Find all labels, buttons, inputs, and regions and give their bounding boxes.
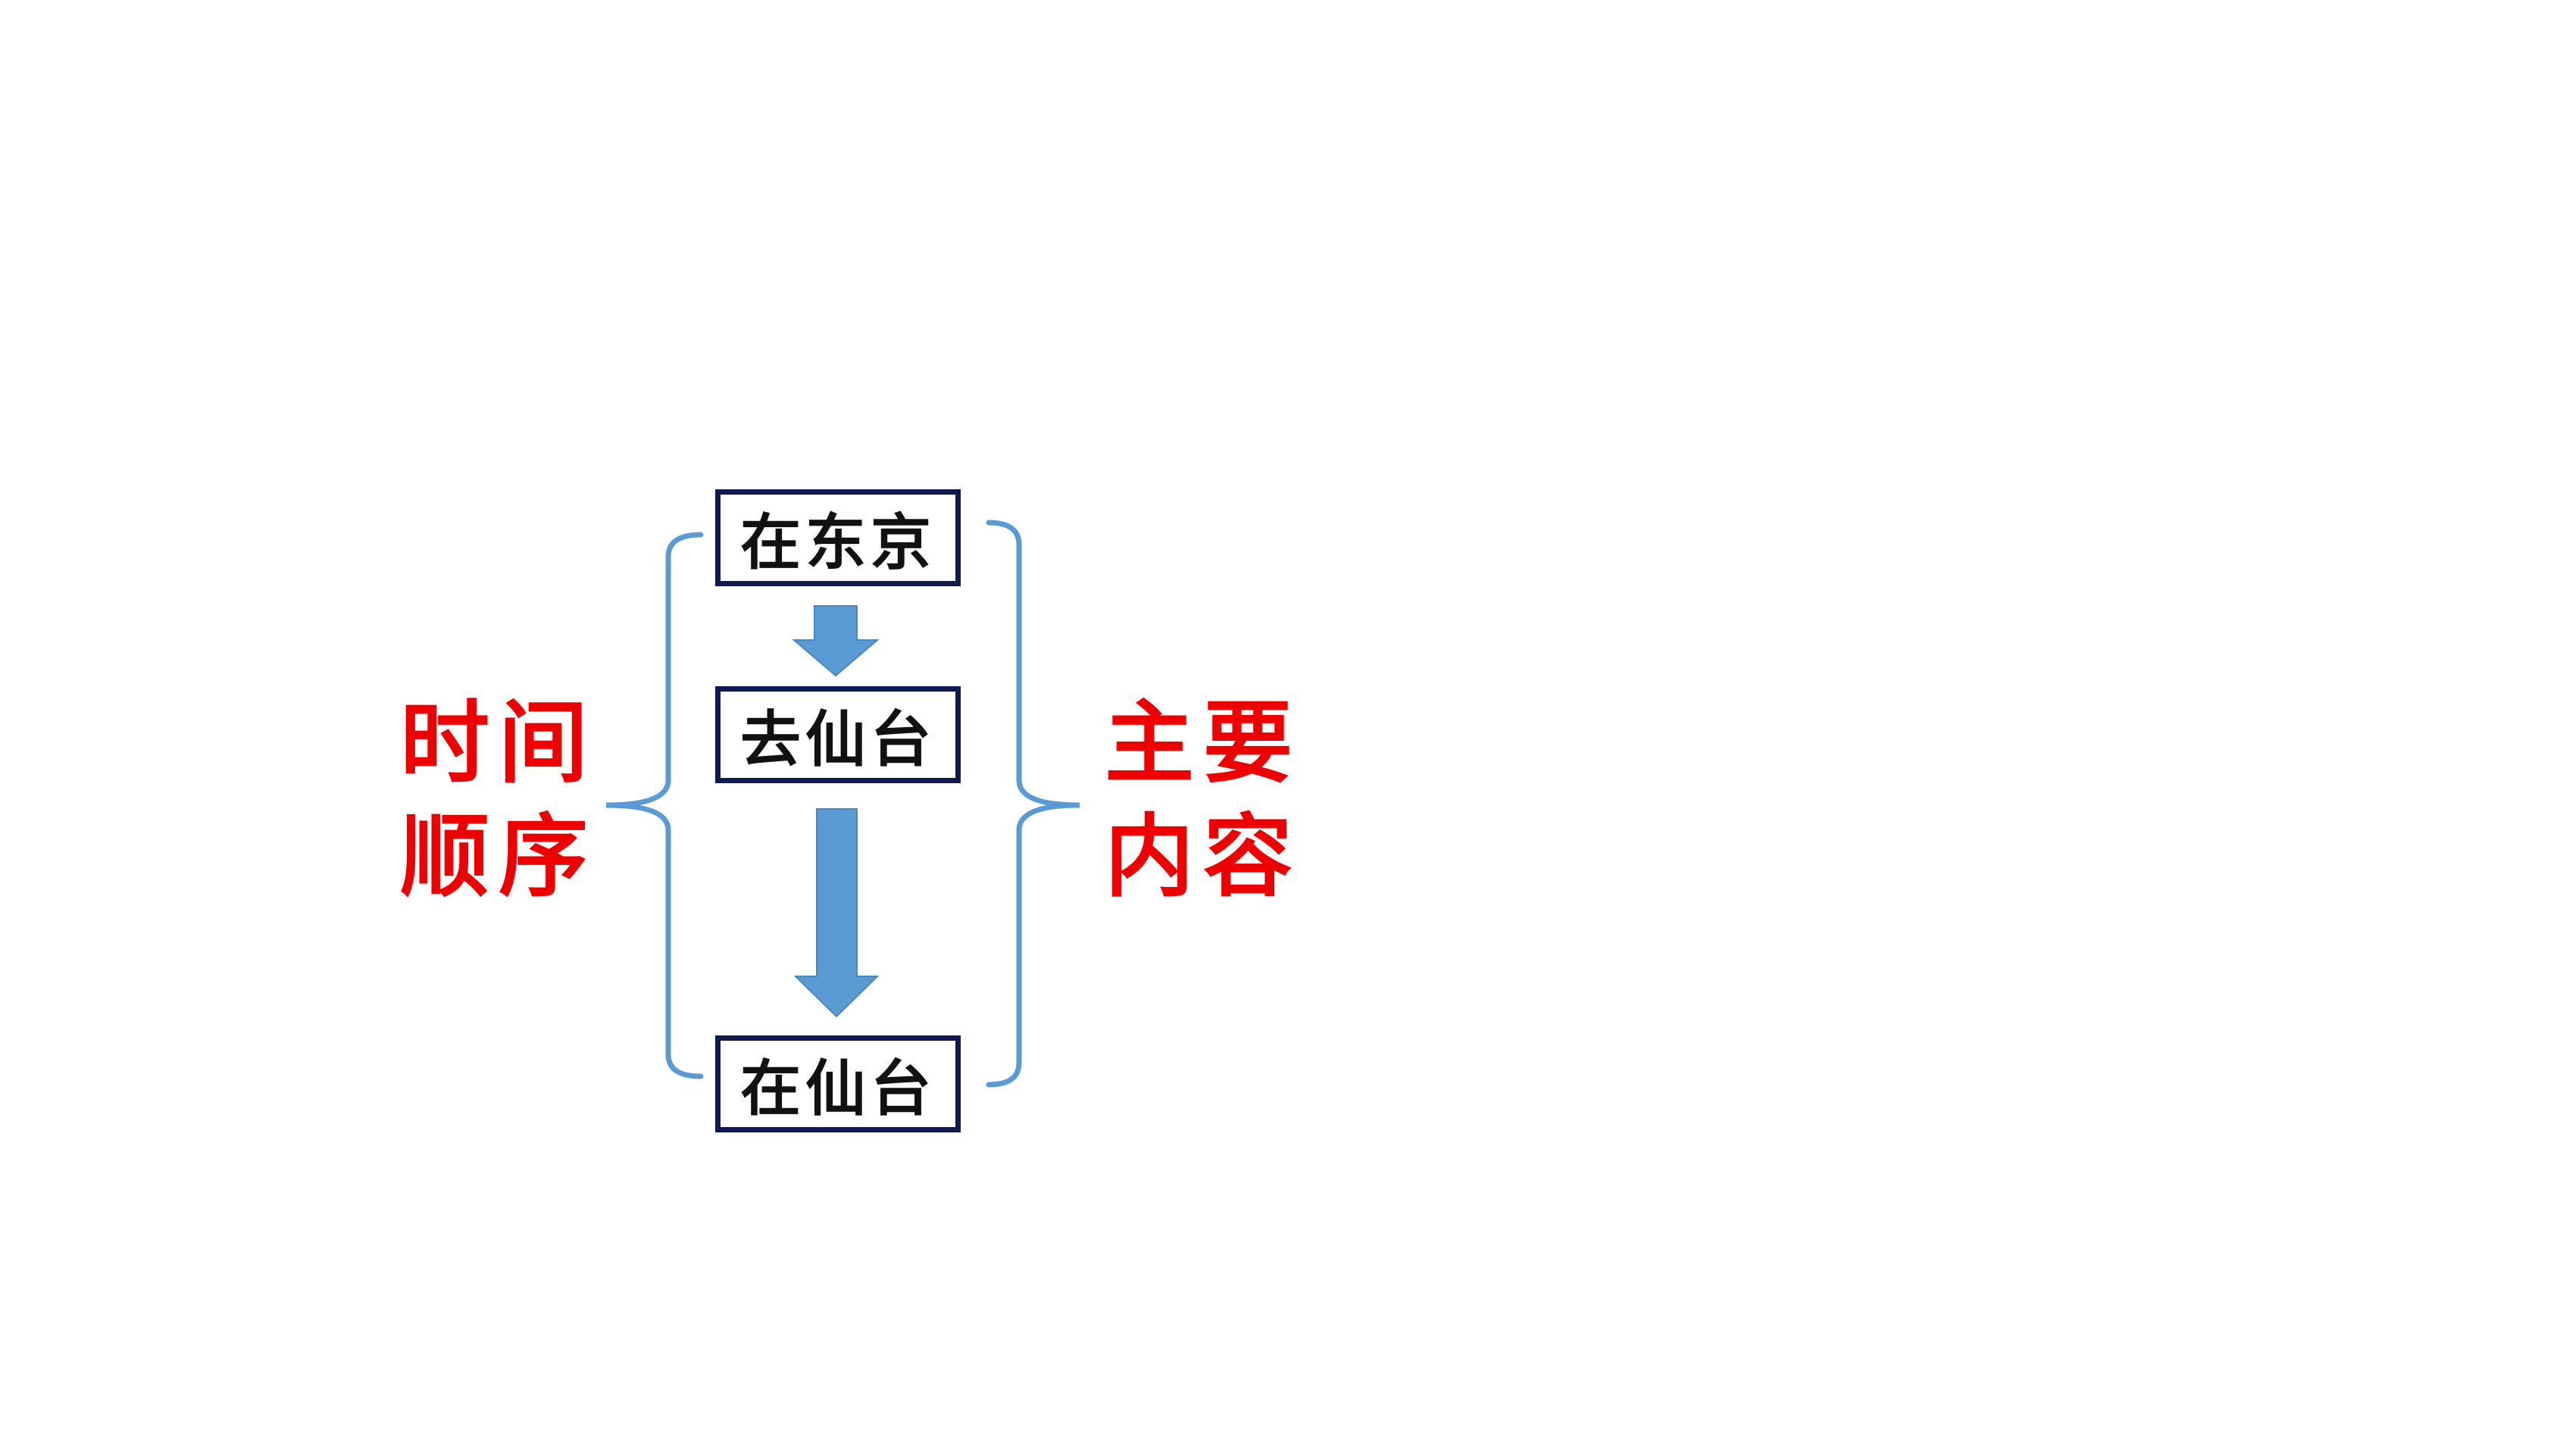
arrow-down-2 <box>793 808 880 1018</box>
main-content-label: 主要 内容 <box>1105 686 1302 913</box>
main-content-line-2: 内容 <box>1105 804 1302 909</box>
step-label-2: 去仙台 <box>740 704 936 775</box>
main-content-line-1: 主要 <box>1105 690 1302 795</box>
step-label-3: 在仙台 <box>740 1053 936 1124</box>
right-brace <box>986 520 1080 1088</box>
step-box-tokyo: 在东京 <box>715 489 961 586</box>
step-box-sendai: 在仙台 <box>715 1035 961 1132</box>
left-brace <box>605 532 704 1079</box>
time-order-line-2: 顺序 <box>400 804 598 909</box>
time-order-line-1: 时间 <box>400 690 598 795</box>
step-box-to-sendai: 去仙台 <box>715 686 961 783</box>
arrow-down-1 <box>792 605 880 677</box>
time-order-label: 时间 顺序 <box>400 686 597 913</box>
step-label-1: 在东京 <box>740 507 936 578</box>
